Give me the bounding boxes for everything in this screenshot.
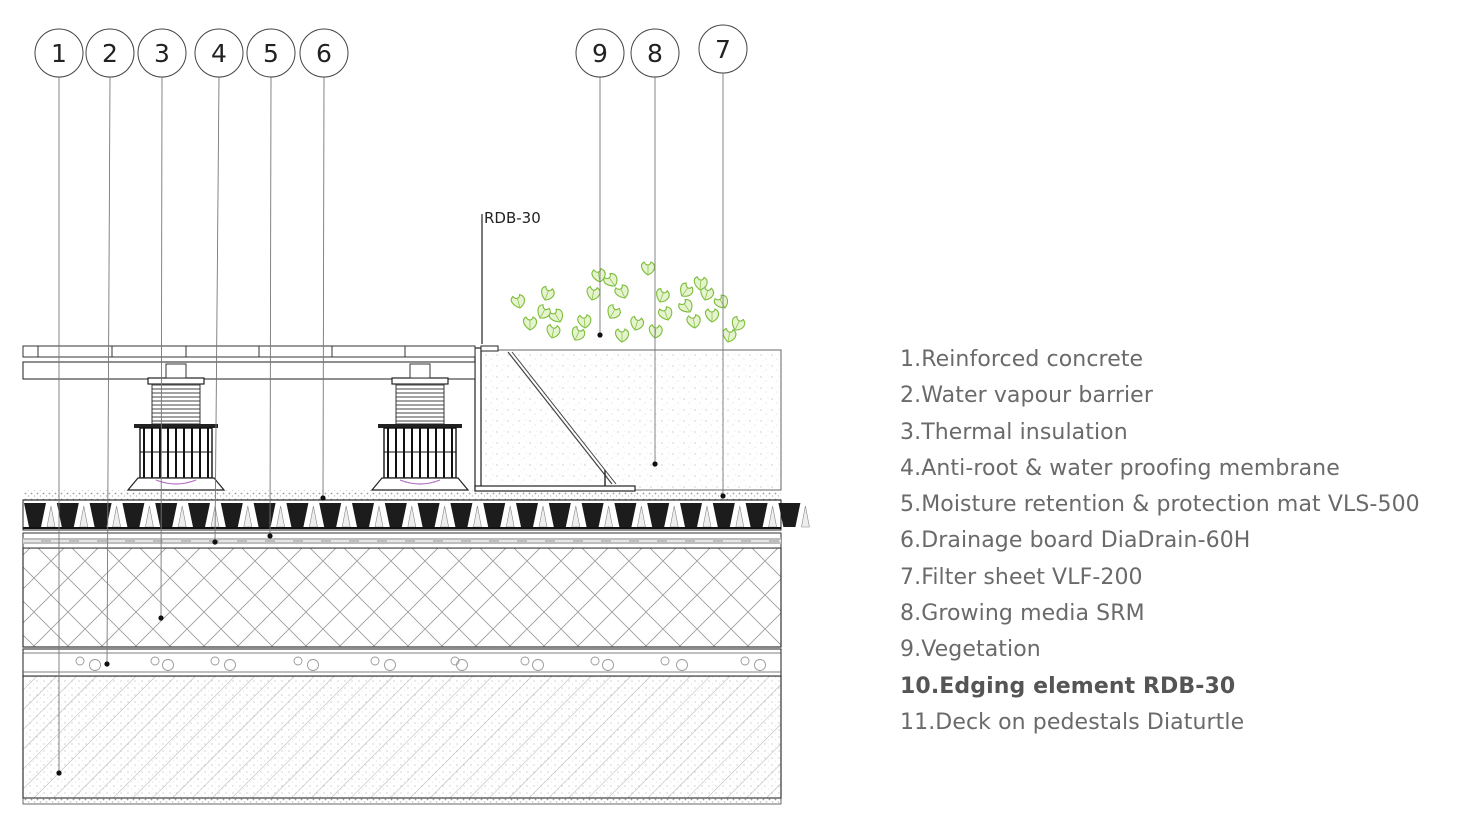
callout-7: 7 xyxy=(698,24,748,74)
legend-item-4: 4.Anti-root & water proofing membrane xyxy=(900,455,1340,481)
callout-5: 5 xyxy=(246,28,296,78)
legend-item-11: 11.Deck on pedestals Diaturtle xyxy=(900,709,1245,735)
legend-item-8: 8.Growing media SRM xyxy=(900,601,1145,627)
callout-4: 4 xyxy=(194,28,244,78)
callout-6: 6 xyxy=(299,28,349,78)
callout-number: 3 xyxy=(154,39,170,68)
callout-number: 8 xyxy=(647,39,663,68)
legend-item-10: 10.Edging element RDB-30 xyxy=(900,673,1236,699)
legend-item-7: 7.Filter sheet VLF-200 xyxy=(900,564,1143,590)
callout-number: 9 xyxy=(592,39,608,68)
callout-2: 2 xyxy=(85,28,135,78)
callout-number: 4 xyxy=(211,39,227,68)
vegetation xyxy=(509,261,747,344)
legend-item-6: 6.Drainage board DiaDrain-60H xyxy=(900,528,1251,554)
callout-number: 6 xyxy=(316,39,332,68)
legend-item-3: 3.Thermal insulation xyxy=(900,419,1128,445)
legend: 1.Reinforced concrete 2.Water vapour bar… xyxy=(900,342,1420,741)
legend-item-5: 5.Moisture retention & protection mat VL… xyxy=(900,492,1420,518)
rdb-label: RDB-30 xyxy=(484,209,541,227)
callout-8: 8 xyxy=(630,28,680,78)
callout-number: 1 xyxy=(51,39,67,68)
callout-9: 9 xyxy=(575,28,625,78)
legend-item-9: 9.Vegetation xyxy=(900,637,1041,663)
legend-item-1: 1.Reinforced concrete xyxy=(900,347,1144,372)
callout-number: 2 xyxy=(102,39,118,68)
deck-on-pedestals xyxy=(22,345,476,491)
callout-3: 3 xyxy=(137,28,187,78)
legend-item-2: 2.Water vapour barrier xyxy=(900,383,1153,409)
callout-number: 7 xyxy=(715,35,731,64)
edging-element xyxy=(474,345,636,492)
pedestal xyxy=(370,363,470,491)
callout-1: 1 xyxy=(34,28,84,78)
vapour-barrier-layer xyxy=(22,648,782,677)
callout-number: 5 xyxy=(263,39,279,68)
pedestal xyxy=(126,363,226,491)
